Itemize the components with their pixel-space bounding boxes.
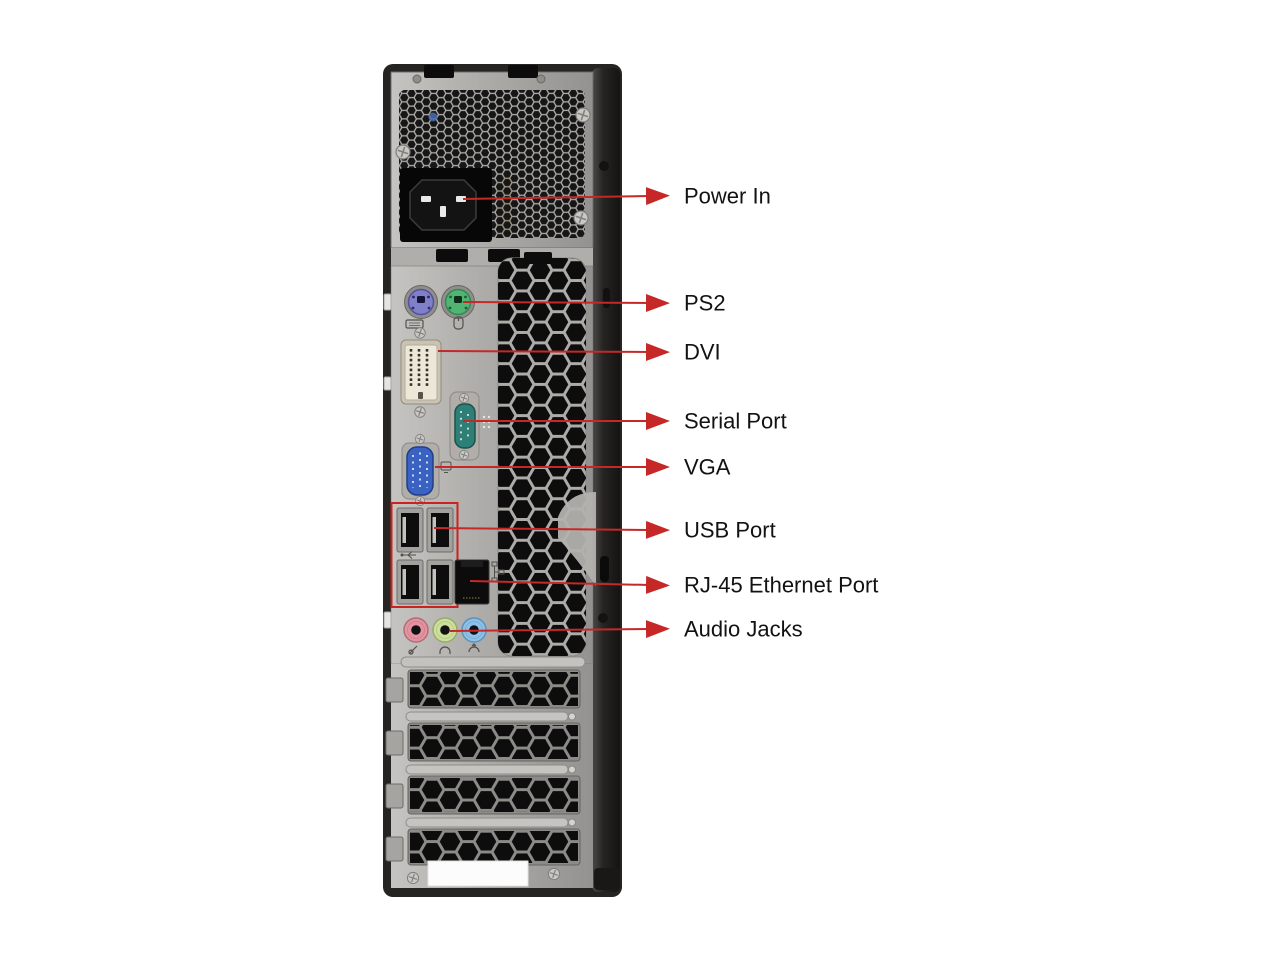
screw-icon (414, 406, 426, 418)
usb-highlight-box (390, 502, 459, 608)
screw-icon (395, 144, 411, 160)
arrow-audio-jacks (449, 620, 670, 639)
blank-sticker (427, 860, 529, 887)
screw-icon (458, 449, 470, 461)
power-inlet (400, 168, 492, 242)
expansion-slot-cover (385, 722, 581, 762)
callout-arrows (433, 187, 670, 639)
case-side-band (592, 68, 620, 892)
annotation-label-dvi: DVI (684, 339, 721, 365)
side-vent (498, 258, 586, 656)
usb-icon (400, 551, 416, 559)
security-lock-slot (600, 556, 609, 582)
side-hole (599, 161, 609, 171)
annotation-label-vga: VGA (684, 454, 731, 480)
screw-icon (575, 107, 591, 123)
screw-icon (414, 327, 426, 339)
dvi-port (400, 327, 442, 418)
keyboard-icon (405, 319, 424, 329)
blank-strip (405, 817, 569, 828)
screw-hole (568, 818, 576, 827)
side-hole (598, 613, 608, 623)
psu-blue-detail (428, 112, 438, 122)
mic-icon (408, 645, 418, 655)
top-clip (424, 65, 454, 78)
clip (524, 252, 552, 264)
expansion-slot-cover (385, 669, 581, 709)
screw-icon (414, 495, 426, 507)
clip (436, 249, 468, 262)
screw-hole (568, 712, 576, 721)
arrow-power-in (462, 187, 670, 206)
annotation-label-rj45: RJ-45 Ethernet Port (684, 572, 879, 598)
screw-icon (414, 433, 426, 445)
annotation-label-usb-port: USB Port (684, 517, 776, 543)
expansion-slot-cover (385, 828, 581, 866)
screw-icon (573, 210, 589, 226)
usb-port-1 (396, 507, 424, 553)
audio-mic-jack (403, 617, 429, 643)
psu-section (390, 65, 594, 249)
usb-port-2 (426, 507, 454, 553)
screw-hole (568, 765, 576, 774)
annotation-label-ps2: PS2 (684, 290, 726, 316)
latch-hook (558, 492, 596, 586)
bracket-strip (400, 656, 586, 668)
screw-icon (458, 392, 470, 404)
mouse-icon (453, 316, 464, 330)
headphone-icon (439, 646, 451, 654)
arrow-dvi (437, 342, 670, 361)
top-clip (508, 65, 538, 78)
arrow-ps2 (462, 293, 670, 312)
line-in-icon (468, 643, 480, 653)
blank-strip (405, 764, 569, 775)
annotation-label-serial-port: Serial Port (684, 408, 787, 434)
expansion-section (385, 656, 593, 888)
expansion-slot-cover (385, 775, 581, 815)
screw-hole (536, 74, 546, 84)
usb-ports (390, 502, 459, 608)
arrow-usb-port (433, 520, 670, 539)
usb-port-4 (426, 559, 454, 605)
blank-strip (405, 711, 569, 722)
screw-icon (406, 871, 420, 885)
arrow-rj45 (469, 575, 670, 594)
ps2-keyboard-port (404, 285, 438, 319)
screw-hole (412, 74, 422, 84)
io-section (383, 252, 596, 665)
side-slot (603, 288, 610, 308)
annotation-label-power-in: Power In (684, 183, 771, 209)
edge-tab (383, 376, 392, 391)
serial-port (449, 391, 480, 461)
usb-port-3 (396, 559, 424, 605)
edge-tab (383, 611, 392, 629)
vga-port (401, 433, 440, 507)
screw-icon (547, 867, 561, 881)
case-foot (594, 868, 620, 890)
edge-tab (383, 293, 392, 311)
annotation-label-audio-jacks: Audio Jacks (684, 616, 803, 642)
